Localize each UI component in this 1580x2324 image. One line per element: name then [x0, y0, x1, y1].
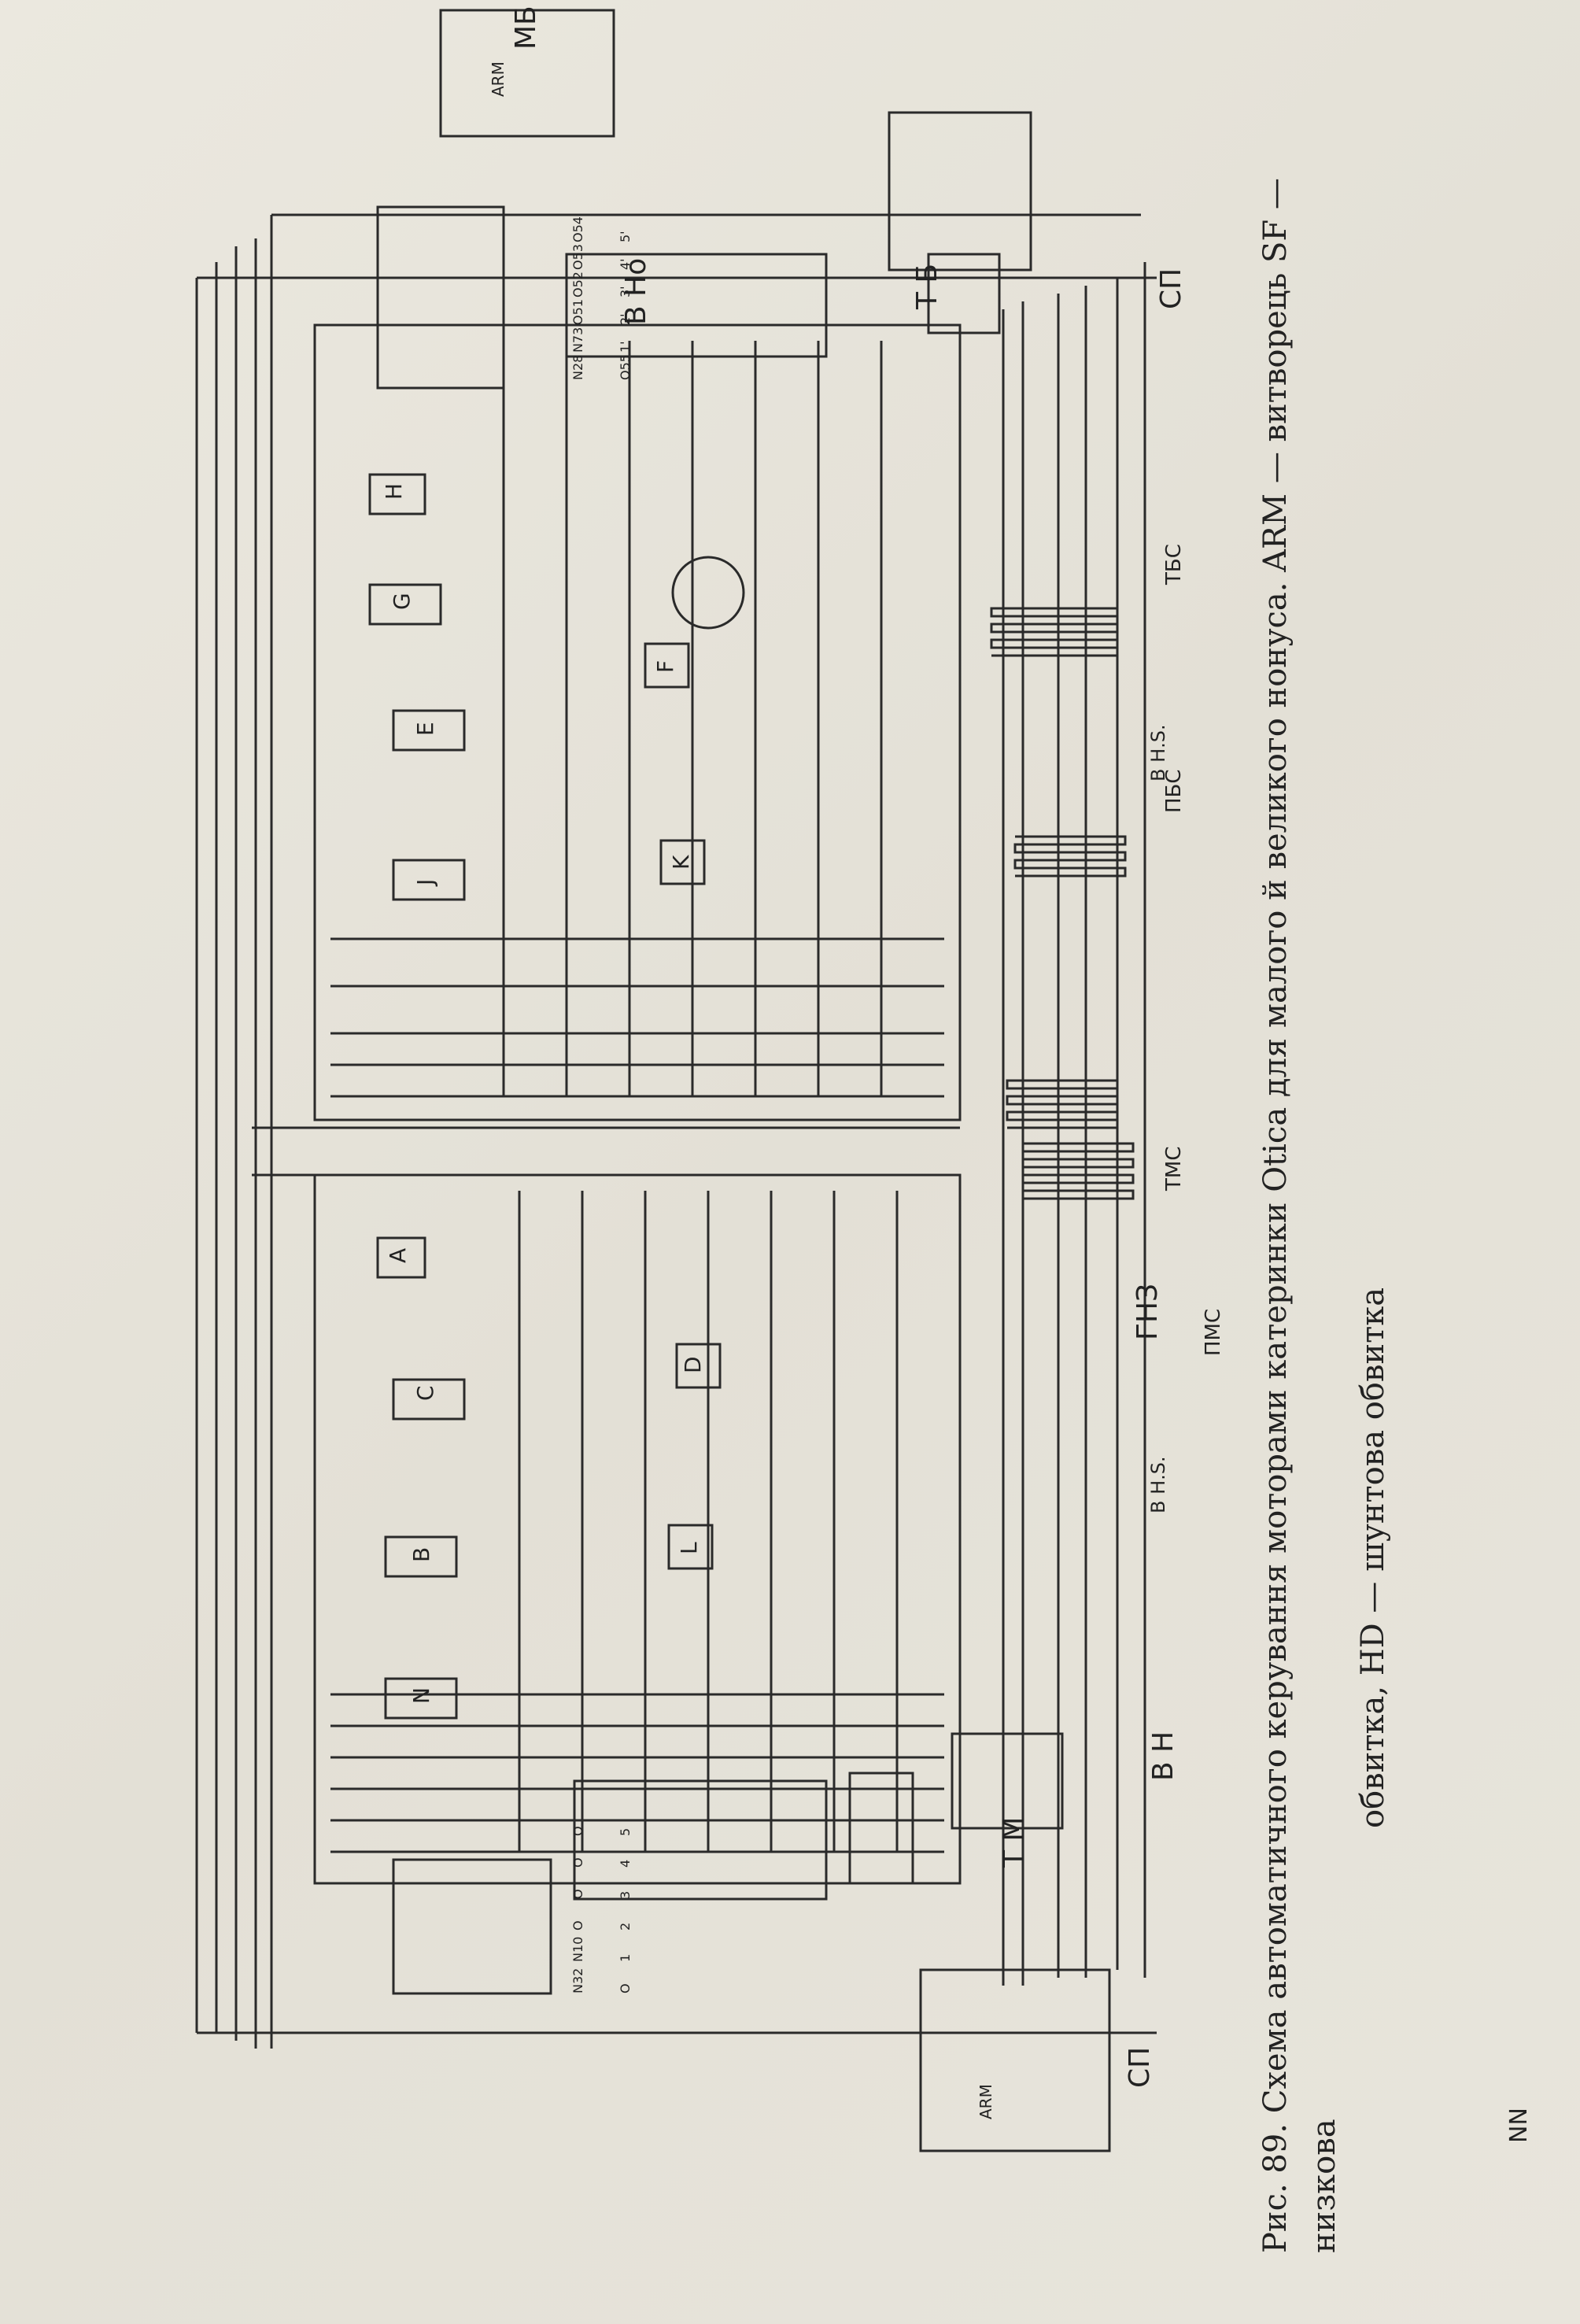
label-vno: В Но — [620, 258, 652, 325]
terminal-left: 4 — [618, 1860, 633, 1868]
terminal-right: O54 — [570, 216, 585, 242]
label-tbs: ТБС — [1162, 544, 1186, 586]
figure-caption: Рис. 89. Схема автоматичного керування м… — [1251, 128, 1397, 2253]
label-bhs-left: В Н.S. — [1147, 1456, 1169, 1513]
terminal-left: N10 — [570, 1937, 585, 1962]
relay-right-h: H — [381, 483, 407, 500]
label-gnz: ГНЗ — [1131, 1284, 1164, 1340]
terminal-left: O — [570, 1857, 585, 1868]
relay-right-k: K — [668, 855, 694, 870]
relay-left-n: N — [408, 1687, 434, 1704]
relay-right-e: E — [412, 722, 438, 736]
terminal-right: 1' — [618, 341, 633, 353]
relay-left-b: B — [408, 1547, 434, 1562]
label-arm-right: ARM — [489, 61, 508, 97]
relay-right-f: F — [652, 660, 678, 673]
terminal-right: O51 — [570, 299, 585, 325]
terminal-right: O52 — [570, 272, 585, 297]
terminal-right: 3' — [618, 286, 633, 297]
label-mb: МБ — [510, 6, 542, 50]
terminal-right: N28 — [570, 355, 585, 380]
terminal-right: 2' — [618, 313, 633, 325]
relay-left-a: A — [385, 1248, 411, 1263]
label-vn: В Н — [1147, 1731, 1179, 1781]
terminal-left: 5 — [618, 1828, 633, 1836]
label-tb: Т Б — [911, 264, 943, 310]
label-nn: NN — [1505, 2108, 1533, 2143]
terminal-left: O — [618, 1983, 633, 1993]
relay-left-d: D — [680, 1356, 706, 1373]
terminal-right: N73 — [570, 327, 585, 353]
relay-right-j: J — [412, 879, 438, 887]
label-pms: ПМС — [1202, 1309, 1225, 1356]
terminal-right: 4' — [618, 258, 633, 270]
label-bhs-right: В Н.S. — [1147, 724, 1169, 781]
relay-right-g: G — [389, 593, 415, 610]
terminal-left: 2 — [618, 1923, 633, 1931]
terminal-right: O53 — [570, 244, 585, 270]
label-sp-left: СП — [1124, 2047, 1156, 2088]
terminal-right: 5' — [618, 231, 633, 242]
label-sp-right: СП — [1155, 268, 1187, 309]
relay-left-l: L — [676, 1542, 702, 1554]
label-tm: Т М — [998, 1817, 1030, 1869]
relay-left-c: C — [412, 1385, 438, 1401]
terminal-left: N32 — [570, 1968, 585, 1993]
terminal-right: O55 — [618, 354, 633, 380]
terminal-left: O — [570, 1889, 585, 1899]
terminal-left: O — [570, 1826, 585, 1836]
label-tms: ТМС — [1162, 1147, 1186, 1192]
label-pbs: ПБС — [1162, 769, 1186, 813]
caption-line-2: обвитка, HD — шунтова обвитка — [1355, 1287, 1391, 1828]
terminal-left: 3 — [618, 1891, 633, 1899]
terminal-left: 1 — [618, 1954, 633, 1962]
caption-line-1: Рис. 89. Схема автоматичного керування м… — [1257, 178, 1342, 2253]
label-arm-left: ARM — [976, 2084, 995, 2119]
terminal-left: O — [570, 1920, 585, 1931]
